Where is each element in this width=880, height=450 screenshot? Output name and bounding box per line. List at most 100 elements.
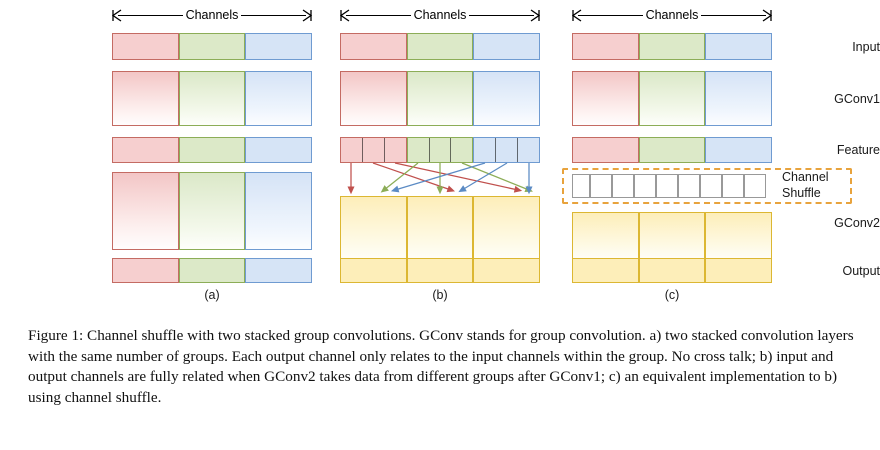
bar-input-b [340, 33, 540, 60]
shuffle-cell-red [572, 174, 590, 198]
panel-b: Channels [340, 0, 540, 315]
segment-blue [245, 71, 312, 126]
segment-yellow [340, 196, 407, 262]
figure-channel-shuffle: Input GConv1 Feature GConv2 Output Chann… [112, 0, 880, 315]
row-label-gconv2: GConv2 [834, 216, 880, 230]
channel-cell [408, 138, 430, 162]
channels-arrow-left-b [340, 9, 350, 22]
segment-blue [245, 137, 312, 163]
segment-red [572, 33, 639, 60]
segment-yellow [705, 212, 772, 262]
channels-arrow-right-a [302, 9, 312, 22]
segment-blue [705, 33, 772, 60]
segment-green [178, 33, 246, 60]
shuffle-cell-green [722, 174, 744, 198]
segment-yellow [406, 258, 474, 283]
shuffle-cell-red [700, 174, 722, 198]
channels-arrow-right-c [762, 9, 772, 22]
panel-caption-a: (a) [204, 288, 220, 302]
channel-cell [363, 138, 385, 162]
segment-green [638, 33, 706, 60]
segment-red [340, 71, 407, 126]
channel-shuffle-label-line2: Shuffle [782, 186, 821, 200]
bar-gconv1-c [572, 71, 772, 126]
bar-feature-c [572, 137, 772, 163]
shuffle-cell-green [590, 174, 612, 198]
segment-yellow [340, 258, 407, 283]
segment-blue [473, 71, 540, 126]
channels-arrow-right-b [530, 9, 540, 22]
segment-blue [705, 71, 772, 126]
channels-axis-c: Channels [572, 6, 772, 26]
channels-label-b: Channels [340, 7, 540, 24]
panel-caption-b: (b) [432, 288, 448, 302]
segment-yellow [572, 212, 639, 262]
bar-gconv1-b [340, 71, 540, 126]
channel-cell [496, 138, 519, 162]
segment-yellow [473, 258, 540, 283]
shuffle-cell-blue [678, 174, 700, 198]
segment-yellow [572, 258, 639, 283]
channels-label-c: Channels [572, 7, 772, 24]
segment-green [178, 137, 246, 163]
row-label-feature: Feature [836, 143, 880, 157]
cross-group-arrows [347, 162, 533, 195]
bar-input-c [572, 33, 772, 60]
figure-caption: Figure 1: Channel shuffle with two stack… [28, 327, 854, 406]
row-label-input: Input [852, 40, 880, 54]
segment-red [112, 33, 179, 60]
bar-gconv2-c [572, 212, 772, 262]
channel-shuffle-label-line1: Channel [782, 170, 829, 184]
bar-output-c [572, 258, 772, 283]
channel-cell [341, 138, 363, 162]
segment-green [406, 137, 474, 163]
channels-arrow-left-c [572, 9, 582, 22]
segment-green [638, 71, 706, 126]
bar-gconv2-a [112, 172, 312, 250]
segment-yellow [705, 258, 772, 283]
segment-blue [245, 33, 312, 60]
bar-output-b [340, 258, 540, 283]
segment-red [572, 71, 639, 126]
channel-cell [430, 138, 452, 162]
channels-axis-b: Channels [340, 6, 540, 26]
bar-gconv2-b [340, 196, 540, 262]
segment-green [178, 71, 246, 126]
row-label-output: Output [842, 264, 880, 278]
bar-input-a [112, 33, 312, 60]
segment-red [112, 258, 179, 283]
segment-red [340, 33, 407, 60]
bar-gconv1-a [112, 71, 312, 126]
segment-blue [245, 258, 312, 283]
segment-red [572, 137, 639, 163]
shuffle-cell-blue [612, 174, 634, 198]
bar-feature-b [340, 137, 540, 163]
shuffle-cell-green [656, 174, 678, 198]
shuffled-channel-row [572, 174, 772, 198]
channel-cell [474, 138, 497, 162]
segment-green [638, 137, 706, 163]
segment-green [406, 71, 474, 126]
channels-axis-a: Channels [112, 6, 312, 26]
segment-red [112, 172, 179, 250]
segment-green [178, 258, 246, 283]
segment-blue [705, 137, 772, 163]
row-label-gconv1: GConv1 [834, 92, 880, 106]
segment-yellow [473, 196, 540, 262]
bar-output-a [112, 258, 312, 283]
shuffle-cell-blue [744, 174, 766, 198]
panel-c: Channels Ch [562, 0, 852, 315]
segment-red [340, 137, 407, 163]
segment-blue [473, 33, 540, 60]
channels-arrow-left-a [112, 9, 122, 22]
segment-green [178, 172, 246, 250]
channel-shuffle-box [562, 168, 852, 204]
segment-red [112, 137, 179, 163]
channels-label-a: Channels [112, 7, 312, 24]
segment-yellow [638, 212, 706, 262]
segment-blue [245, 172, 312, 250]
panel-caption-c: (c) [664, 288, 680, 302]
bar-feature-a [112, 137, 312, 163]
segment-green [406, 33, 474, 60]
segment-yellow [638, 258, 706, 283]
